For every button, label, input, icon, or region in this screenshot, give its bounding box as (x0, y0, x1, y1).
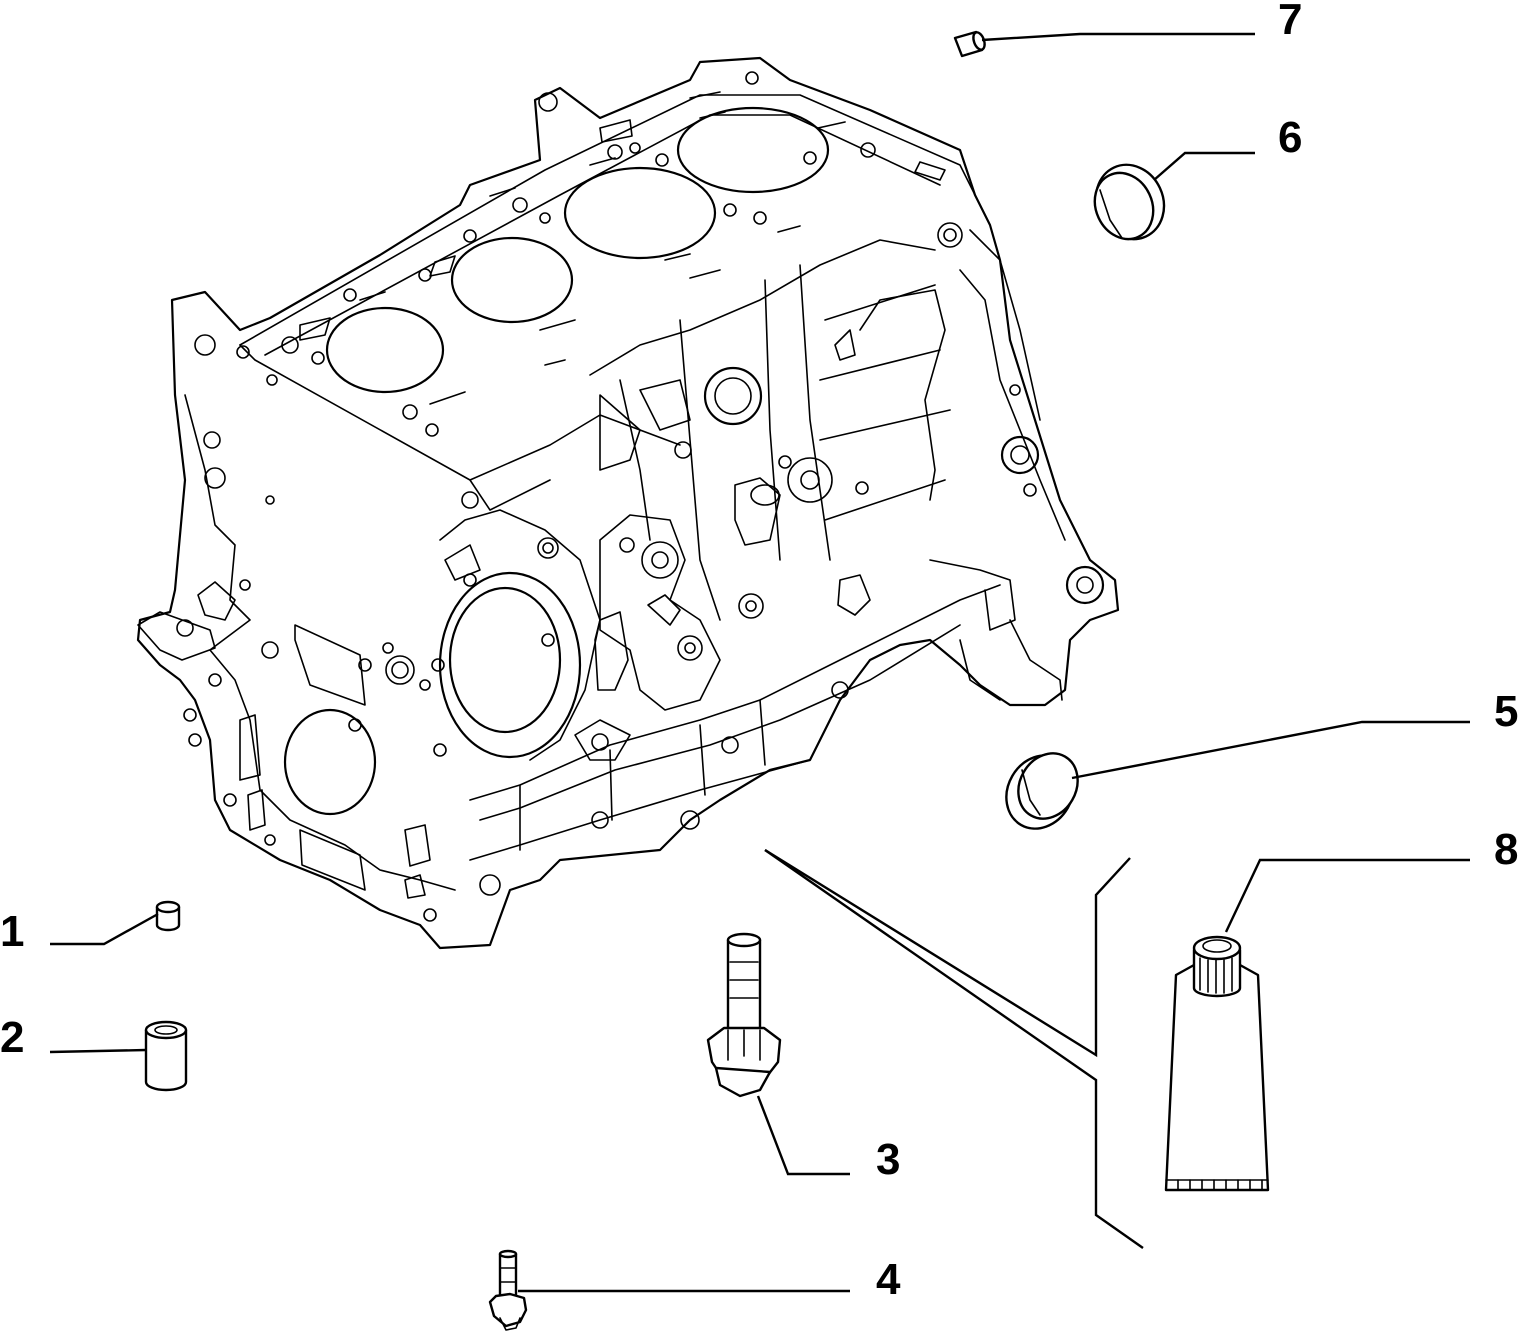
leader-line-5 (1071, 720, 1470, 780)
leader-line-2 (49, 1048, 147, 1054)
small-plug (953, 30, 986, 58)
leader-line-7 (981, 32, 1255, 42)
main-bearing-bolt (706, 932, 782, 1098)
leader-line-1 (50, 912, 159, 946)
dowel-pin-small (155, 900, 181, 932)
core-plug-large (1005, 752, 1079, 830)
leader-line-8 (1224, 858, 1470, 933)
leader-lines (49, 32, 1470, 1293)
leader-line-6 (1153, 151, 1255, 181)
hollow-dowel-sleeve (144, 1020, 188, 1092)
engine-block (136, 56, 1120, 950)
assembly-bracket (764, 848, 1144, 1249)
callout-5: 5 (1494, 687, 1518, 736)
callout-4: 4 (876, 1255, 901, 1304)
callout-2: 2 (0, 1013, 24, 1062)
flange-bolt-small (488, 1249, 528, 1331)
callout-1: 1 (0, 907, 24, 956)
callout-8: 8 (1494, 825, 1518, 874)
core-plug-cap (1093, 163, 1166, 241)
leader-line-3 (756, 1095, 850, 1176)
callout-6: 6 (1278, 113, 1302, 162)
sealant-tube (1164, 935, 1270, 1192)
callout-3: 3 (876, 1135, 900, 1184)
callout-numbers: 1 2 3 4 5 6 7 8 (0, 0, 1518, 1304)
callout-7: 7 (1278, 0, 1302, 44)
